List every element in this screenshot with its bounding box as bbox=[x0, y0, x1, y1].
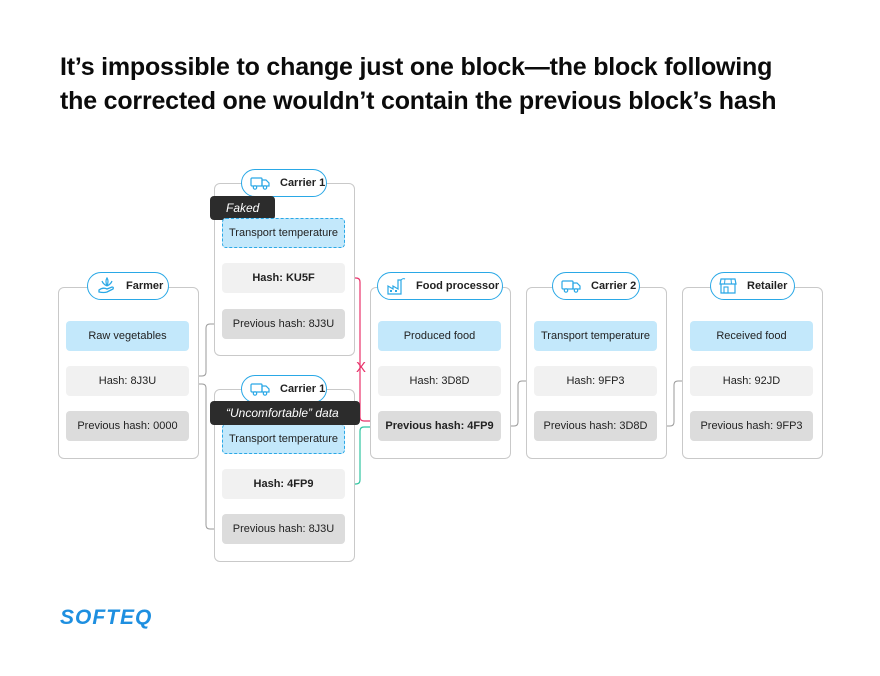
truck-icon bbox=[250, 380, 270, 398]
block-farmer-name: Farmer bbox=[126, 280, 164, 292]
factory-icon bbox=[386, 277, 406, 295]
block-food-processor-data: Produced food bbox=[378, 321, 501, 351]
block-food-processor-header: Food processor bbox=[377, 272, 503, 300]
store-icon bbox=[719, 277, 737, 295]
block-farmer-header: Farmer bbox=[87, 272, 169, 300]
block-farmer-data: Raw vegetables bbox=[66, 321, 189, 351]
block-carrier1-faked-name: Carrier 1 bbox=[280, 177, 326, 189]
block-retailer-name: Retailer bbox=[747, 280, 788, 292]
title-line-2: the corrected one wouldn’t contain the p… bbox=[60, 87, 777, 115]
block-carrier2-name: Carrier 2 bbox=[591, 280, 637, 292]
block-carrier2-data: Transport temperature bbox=[534, 321, 657, 351]
link-faked-hash-mismatch bbox=[346, 277, 378, 421]
block-retailer-header: Retailer bbox=[710, 272, 795, 300]
block-farmer-prev-hash: Previous hash: 0000 bbox=[66, 411, 189, 441]
block-carrier1-real-name: Carrier 1 bbox=[280, 383, 326, 395]
farmer-icon bbox=[96, 277, 116, 295]
block-farmer-hash: Hash: 8J3U bbox=[66, 366, 189, 396]
block-carrier1-real-hash: Hash: 4FP9 bbox=[222, 469, 345, 499]
block-retailer-data: Received food bbox=[690, 321, 813, 351]
block-retailer-hash: Hash: 92JD bbox=[690, 366, 813, 396]
block-carrier1-real-header: Carrier 1 bbox=[241, 375, 327, 403]
block-carrier1-faked-prev-hash: Previous hash: 8J3U bbox=[222, 309, 345, 339]
block-carrier1-real-data: Transport temperature bbox=[222, 424, 345, 454]
block-carrier1-faked-header: Carrier 1 bbox=[241, 169, 327, 197]
link-carrier2-to-retailer bbox=[658, 381, 689, 427]
softeq-logo: SOFTEQ bbox=[60, 606, 153, 629]
block-carrier1-real-prev-hash: Previous hash: 8J3U bbox=[222, 514, 345, 544]
block-carrier1-faked-data: Transport temperature bbox=[222, 218, 345, 248]
block-carrier1-faked-hash: Hash: KU5F bbox=[222, 263, 345, 293]
link-farmer-to-carrier1-faked bbox=[190, 324, 221, 377]
block-food-processor-name: Food processor bbox=[416, 280, 500, 292]
truck-icon bbox=[250, 174, 270, 192]
page-title: It’s impossible to change just one block… bbox=[60, 50, 840, 118]
link-real-hash-valid bbox=[346, 427, 378, 485]
block-carrier1-faked-tag: Faked bbox=[210, 196, 276, 220]
block-retailer-prev-hash: Previous hash: 9FP3 bbox=[690, 411, 813, 441]
block-food-processor-prev-hash: Previous hash: 4FP9 bbox=[378, 411, 501, 441]
block-food-processor-hash: Hash: 3D8D bbox=[378, 366, 501, 396]
link-processor-to-carrier2 bbox=[502, 381, 533, 427]
block-carrier2-prev-hash: Previous hash: 3D8D bbox=[534, 411, 657, 441]
block-carrier2-header: Carrier 2 bbox=[552, 272, 640, 300]
truck-icon bbox=[561, 277, 581, 295]
title-line-1: It’s impossible to change just one block… bbox=[60, 53, 773, 81]
block-carrier1-real-tag: “Uncomfortable” data bbox=[210, 401, 360, 425]
link-farmer-to-carrier1-real bbox=[190, 383, 221, 529]
mismatch-mark: X bbox=[356, 359, 366, 376]
block-carrier2-hash: Hash: 9FP3 bbox=[534, 366, 657, 396]
